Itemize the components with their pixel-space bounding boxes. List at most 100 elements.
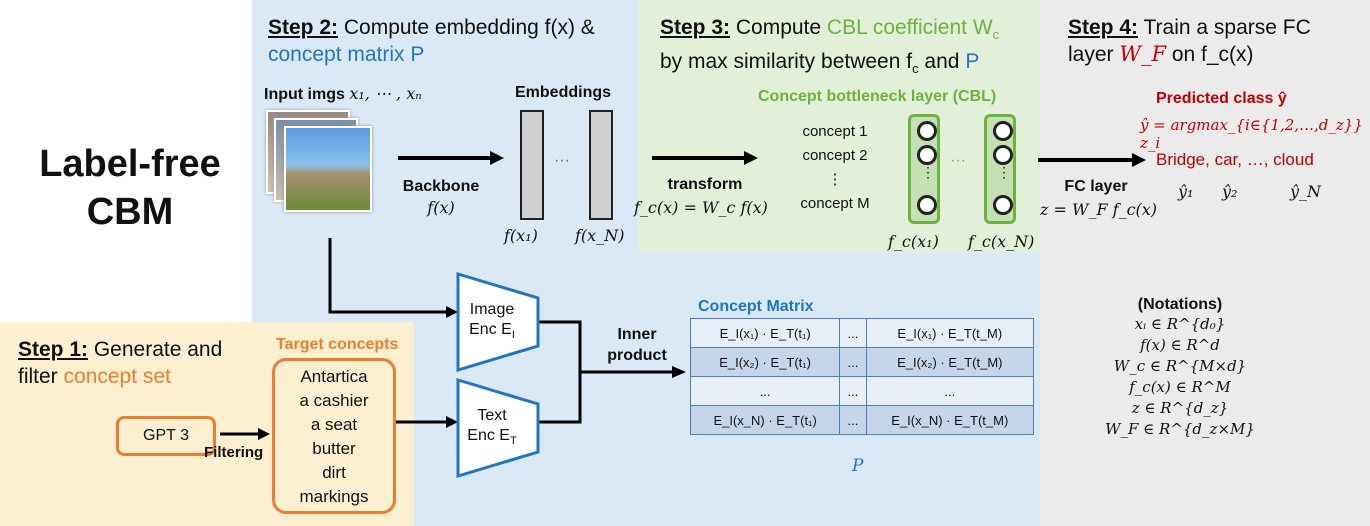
embeddings-label: Embeddings — [515, 84, 612, 101]
concept-list: concept 1 concept 2 ⋮ concept M — [780, 120, 890, 216]
matrix-cell: E_I(x_N) · E_T(t₁) — [689, 405, 841, 435]
main-title: Label-free CBM — [20, 140, 240, 236]
filtering-label: Filtering — [204, 444, 264, 461]
fc-equation: z = W_F f_c(x) — [1040, 200, 1158, 219]
backbone-fn: f(x) — [427, 198, 455, 217]
image-encoder-label: Image Enc EI — [469, 301, 515, 342]
target-concept: markings — [299, 487, 369, 506]
cbl-column-n: ⋮ — [984, 114, 1016, 224]
cbl-label-n: f_c(x_N) — [968, 232, 1035, 251]
yhat-1: ŷ₁ — [1178, 182, 1194, 201]
cbl-vdots: ⋮ — [997, 164, 1011, 180]
gpt3-box: GPT 3 — [116, 416, 216, 456]
matrix-cell: E_I(x_N) · E_T(t_M) — [865, 405, 1035, 435]
embedding-label-n: f(x_N) — [575, 226, 625, 245]
predicted-class-title: Predicted class ŷ — [1156, 90, 1287, 107]
backbone-arrow — [398, 151, 504, 165]
step3-label: Step 3: — [660, 16, 731, 39]
embedding-bar-n — [589, 110, 613, 220]
text-encoder-label: Text Enc ET — [467, 407, 517, 448]
concept-m: concept M — [800, 195, 870, 212]
concept-1: concept 1 — [802, 123, 868, 140]
cbl-node — [993, 195, 1013, 215]
matrix-cell: E_I(x₁) · E_T(t_M) — [865, 318, 1035, 348]
matrix-row: ... ... ... — [689, 376, 1035, 406]
backbone-label: Backbone — [402, 178, 480, 195]
step2-text1: Compute embedding f(x) & — [338, 16, 595, 39]
title-line2: CBM — [86, 191, 174, 233]
matrix-cell: E_I(x₂) · E_T(t₁) — [689, 347, 841, 377]
title-line1: Label-free — [39, 143, 221, 185]
step4-label: Step 4: — [1068, 16, 1139, 39]
embedding-bar-1 — [520, 110, 544, 220]
concept-2: concept 2 — [802, 147, 868, 164]
inner-product-label: Inner product — [607, 326, 667, 364]
yhat-2: ŷ₂ — [1222, 182, 1238, 201]
cbl-dots: ··· — [950, 152, 966, 169]
matrix-cell: ... — [839, 347, 867, 377]
matrix-cell: E_I(x₁) · E_T(t₁) — [689, 318, 841, 348]
embedding-dots: ··· — [554, 152, 570, 169]
notation-item: z ∈ R^{d_z} — [1131, 399, 1229, 417]
image-encoder-shape — [456, 272, 540, 372]
yhat-n: ŷ_N — [1290, 182, 1322, 201]
matrix-symbol: P — [852, 456, 864, 476]
transform-equation: f_c(x) = W_c f(x) — [634, 198, 768, 217]
cbl-coefficient: CBL coefficient W — [826, 16, 993, 39]
step4-region — [1040, 0, 1370, 526]
target-concept: Antartica — [300, 367, 368, 386]
step3-header: Step 3: Compute CBL coefficient Wc by ma… — [660, 16, 1000, 77]
fc-layer-label: FC layer — [1064, 178, 1128, 195]
input-imgs-label: Input imgs x₁, ⋯ , xₙ — [264, 84, 422, 103]
step2-label: Step 2: — [268, 16, 339, 39]
target-concept: a cashier — [299, 391, 369, 410]
input-image-1 — [284, 126, 372, 212]
matrix-cell: ... — [839, 318, 867, 348]
matrix-cell: ... — [839, 376, 867, 406]
text-encoder-shape — [456, 378, 540, 478]
step2-header: Step 2: Compute embedding f(x) & concept… — [268, 14, 638, 68]
concept-matrix-title: Concept Matrix — [698, 298, 814, 315]
matrix-cell: ... — [839, 405, 867, 435]
notations: (Notations) xᵢ ∈ R^{d₀} f(x) ∈ R^d W_c ∈… — [1100, 296, 1260, 440]
step3-region — [638, 0, 1040, 252]
target-concept: butter — [312, 439, 356, 458]
concept-matrix: E_I(x₁) · E_T(t₁) ... E_I(x₁) · E_T(t_M)… — [689, 318, 1035, 435]
target-concepts-box: Antartica a cashier a seat butter dirt m… — [272, 358, 396, 514]
cbl-title: Concept bottleneck layer (CBL) — [758, 88, 997, 105]
concept-vdots: ⋮ — [827, 171, 843, 188]
notation-item: f_c(x) ∈ R^M — [1129, 378, 1231, 396]
notation-item: W_c ∈ R^{M×d} — [1113, 357, 1247, 375]
input-image-stack — [266, 110, 386, 220]
matrix-cell: ... — [689, 376, 841, 406]
predicted-equation: ŷ = argmax_{i∈{1,2,…,d_z}} z_i — [1140, 116, 1363, 152]
cbl-node — [917, 145, 937, 165]
predicted-classes: Bridge, car, …, cloud — [1156, 150, 1314, 169]
matrix-row: E_I(x_N) · E_T(t₁) ... E_I(x_N) · E_T(t_… — [689, 405, 1035, 435]
fc-arrow — [1038, 153, 1146, 167]
step2-text2: concept matrix P — [268, 43, 425, 66]
target-concept: dirt — [322, 463, 346, 482]
transform-arrow — [652, 151, 758, 165]
concept-set-text: concept set — [63, 365, 171, 388]
matrix-row: E_I(x₁) · E_T(t₁) ... E_I(x₁) · E_T(t_M) — [689, 318, 1035, 348]
matrix-cell: ... — [865, 376, 1035, 406]
target-concepts-title: Target concepts — [276, 336, 399, 353]
step1-label: Step 1: — [18, 338, 89, 361]
step4-header: Step 4: Train a sparse FC layer W_F on f… — [1068, 16, 1311, 66]
embedding-label-1: f(x₁) — [504, 226, 538, 245]
target-concept: a seat — [310, 415, 358, 434]
transform-label: transform — [667, 176, 743, 193]
cbl-vdots: ⋮ — [921, 164, 935, 180]
notation-item: xᵢ ∈ R^{d₀} — [1134, 315, 1226, 333]
matrix-row: E_I(x₂) · E_T(t₁) ... E_I(x₂) · E_T(t_M) — [689, 347, 1035, 377]
matrix-cell: E_I(x₂) · E_T(t_M) — [865, 347, 1035, 377]
cbl-node — [917, 195, 937, 215]
notation-item: f(x) ∈ R^d — [1140, 336, 1220, 354]
notation-item: W_F ∈ R^{d_z×M} — [1105, 420, 1255, 438]
cbl-column-1: ⋮ — [908, 114, 940, 224]
cbl-node — [993, 145, 1013, 165]
cbl-node — [993, 121, 1013, 141]
cbl-label-1: f_c(x₁) — [888, 232, 939, 251]
